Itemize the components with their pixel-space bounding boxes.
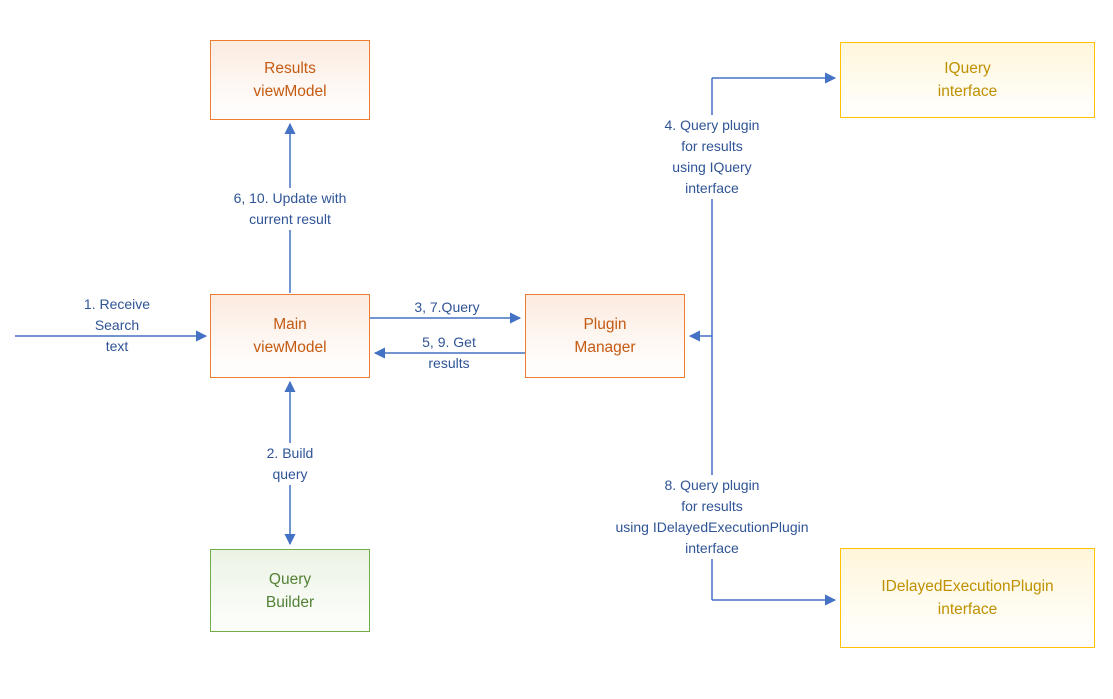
label-get-results: 5, 9. Get results [422, 334, 476, 371]
node-main-viewmodel: Main viewModel [210, 294, 370, 378]
node-results-viewmodel: Results viewModel [210, 40, 370, 120]
node-query-builder: Query Builder [210, 549, 370, 632]
node-iquery-interface: IQuery interface [840, 42, 1095, 118]
label-update-with-current-result: 6, 10. Update with current result [230, 188, 350, 230]
label-query-plugin-idelayed: 8. Query plugin for results using IDelay… [612, 475, 812, 559]
label-build-query: 2. Build query [263, 443, 317, 485]
node-idelayedexecutionplugin-interface: IDelayedExecutionPlugin interface [840, 548, 1095, 648]
node-plugin-manager: Plugin Manager [525, 294, 685, 378]
label-query: 3, 7.Query [414, 299, 480, 315]
label-query-plugin-iquery: 4. Query plugin for results using IQuery… [661, 115, 763, 199]
label-receive-search-text: 1. Receive Search text [83, 296, 151, 354]
